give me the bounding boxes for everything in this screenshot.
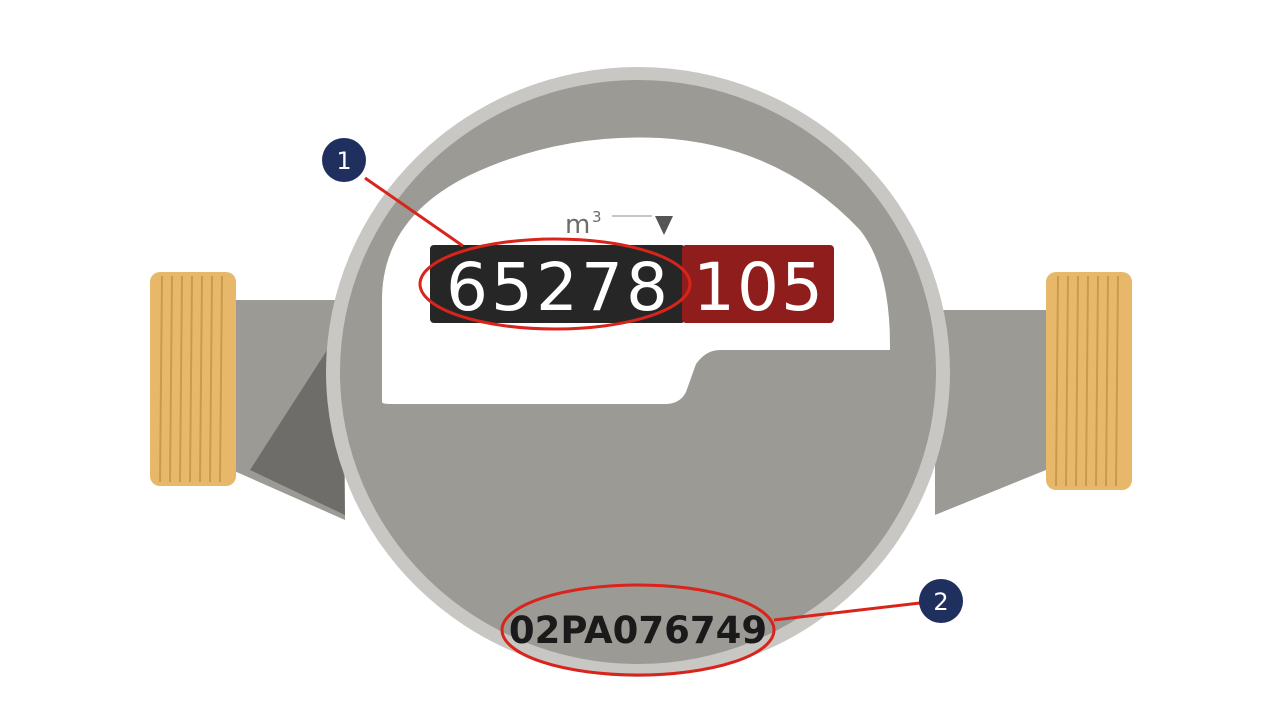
left-pipe xyxy=(215,300,345,520)
counter-main-background xyxy=(430,245,685,323)
svg-text:2: 2 xyxy=(933,588,948,616)
serial-highlight-ellipse xyxy=(500,583,776,677)
right-thread xyxy=(1046,272,1132,490)
right-pipe xyxy=(935,310,1058,515)
counter-display: 65278 105 xyxy=(430,245,834,326)
callout-2-leader xyxy=(773,601,921,622)
reading-highlight-ellipse xyxy=(418,237,692,331)
counter-fraction-background xyxy=(682,245,834,323)
left-thread xyxy=(150,272,236,486)
decimal-marker-icon xyxy=(655,216,673,235)
callout-1-leader xyxy=(364,176,464,248)
svg-text:1: 1 xyxy=(336,147,351,175)
svg-text:3: 3 xyxy=(592,208,602,226)
reading-main: 65278 xyxy=(446,249,668,326)
serial-number: 02PA076749 xyxy=(509,609,767,652)
callout-1-badge: 1 xyxy=(322,138,366,182)
unit-label: m 3 xyxy=(565,208,652,240)
svg-text:m: m xyxy=(565,210,590,240)
callout-2-badge: 2 xyxy=(919,579,963,623)
reading-fraction: 105 xyxy=(693,249,823,326)
